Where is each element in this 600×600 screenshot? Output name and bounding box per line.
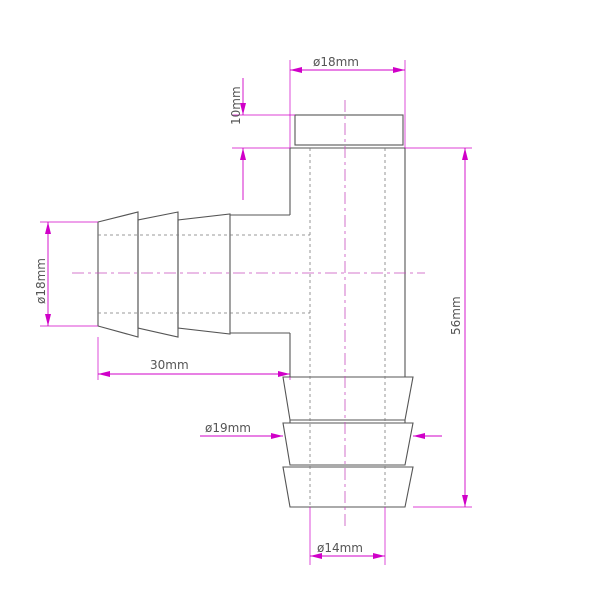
dimension-top-diameter: ø18mm <box>289 55 406 148</box>
bottom-diameter-label: ø14mm <box>317 541 363 555</box>
dimension-body-height: 56mm <box>405 147 472 508</box>
top-diameter-label: ø18mm <box>313 55 359 69</box>
bottom-barb-3 <box>282 466 414 508</box>
dimension-barb-diameter: ø19mm <box>200 421 442 439</box>
left-barb-1 <box>97 211 139 338</box>
centerlines <box>72 100 425 530</box>
barb-diameter-label: ø19mm <box>205 421 251 435</box>
vertical-body-upper <box>289 147 406 377</box>
bottom-barb-2 <box>282 422 414 466</box>
dimension-bottom-diameter: ø14mm <box>309 507 386 565</box>
left-diameter-label: ø18mm <box>34 258 48 304</box>
cap-height-label: 10mm <box>229 86 243 125</box>
body-height-label: 56mm <box>449 296 463 335</box>
branch-length-label: 30mm <box>150 358 189 372</box>
dimension-branch-length: 30mm <box>97 337 291 380</box>
horizontal-branch <box>230 214 290 334</box>
dimension-cap-height: 10mm <box>229 78 295 200</box>
dimension-left-diameter: ø18mm <box>34 221 98 327</box>
hidden-lines <box>98 148 386 507</box>
tee-fitting-outline <box>97 114 414 508</box>
top-cap <box>294 114 404 146</box>
left-barb-2 <box>137 211 179 338</box>
left-barb-3 <box>177 213 231 335</box>
bottom-barb-1 <box>282 376 414 421</box>
